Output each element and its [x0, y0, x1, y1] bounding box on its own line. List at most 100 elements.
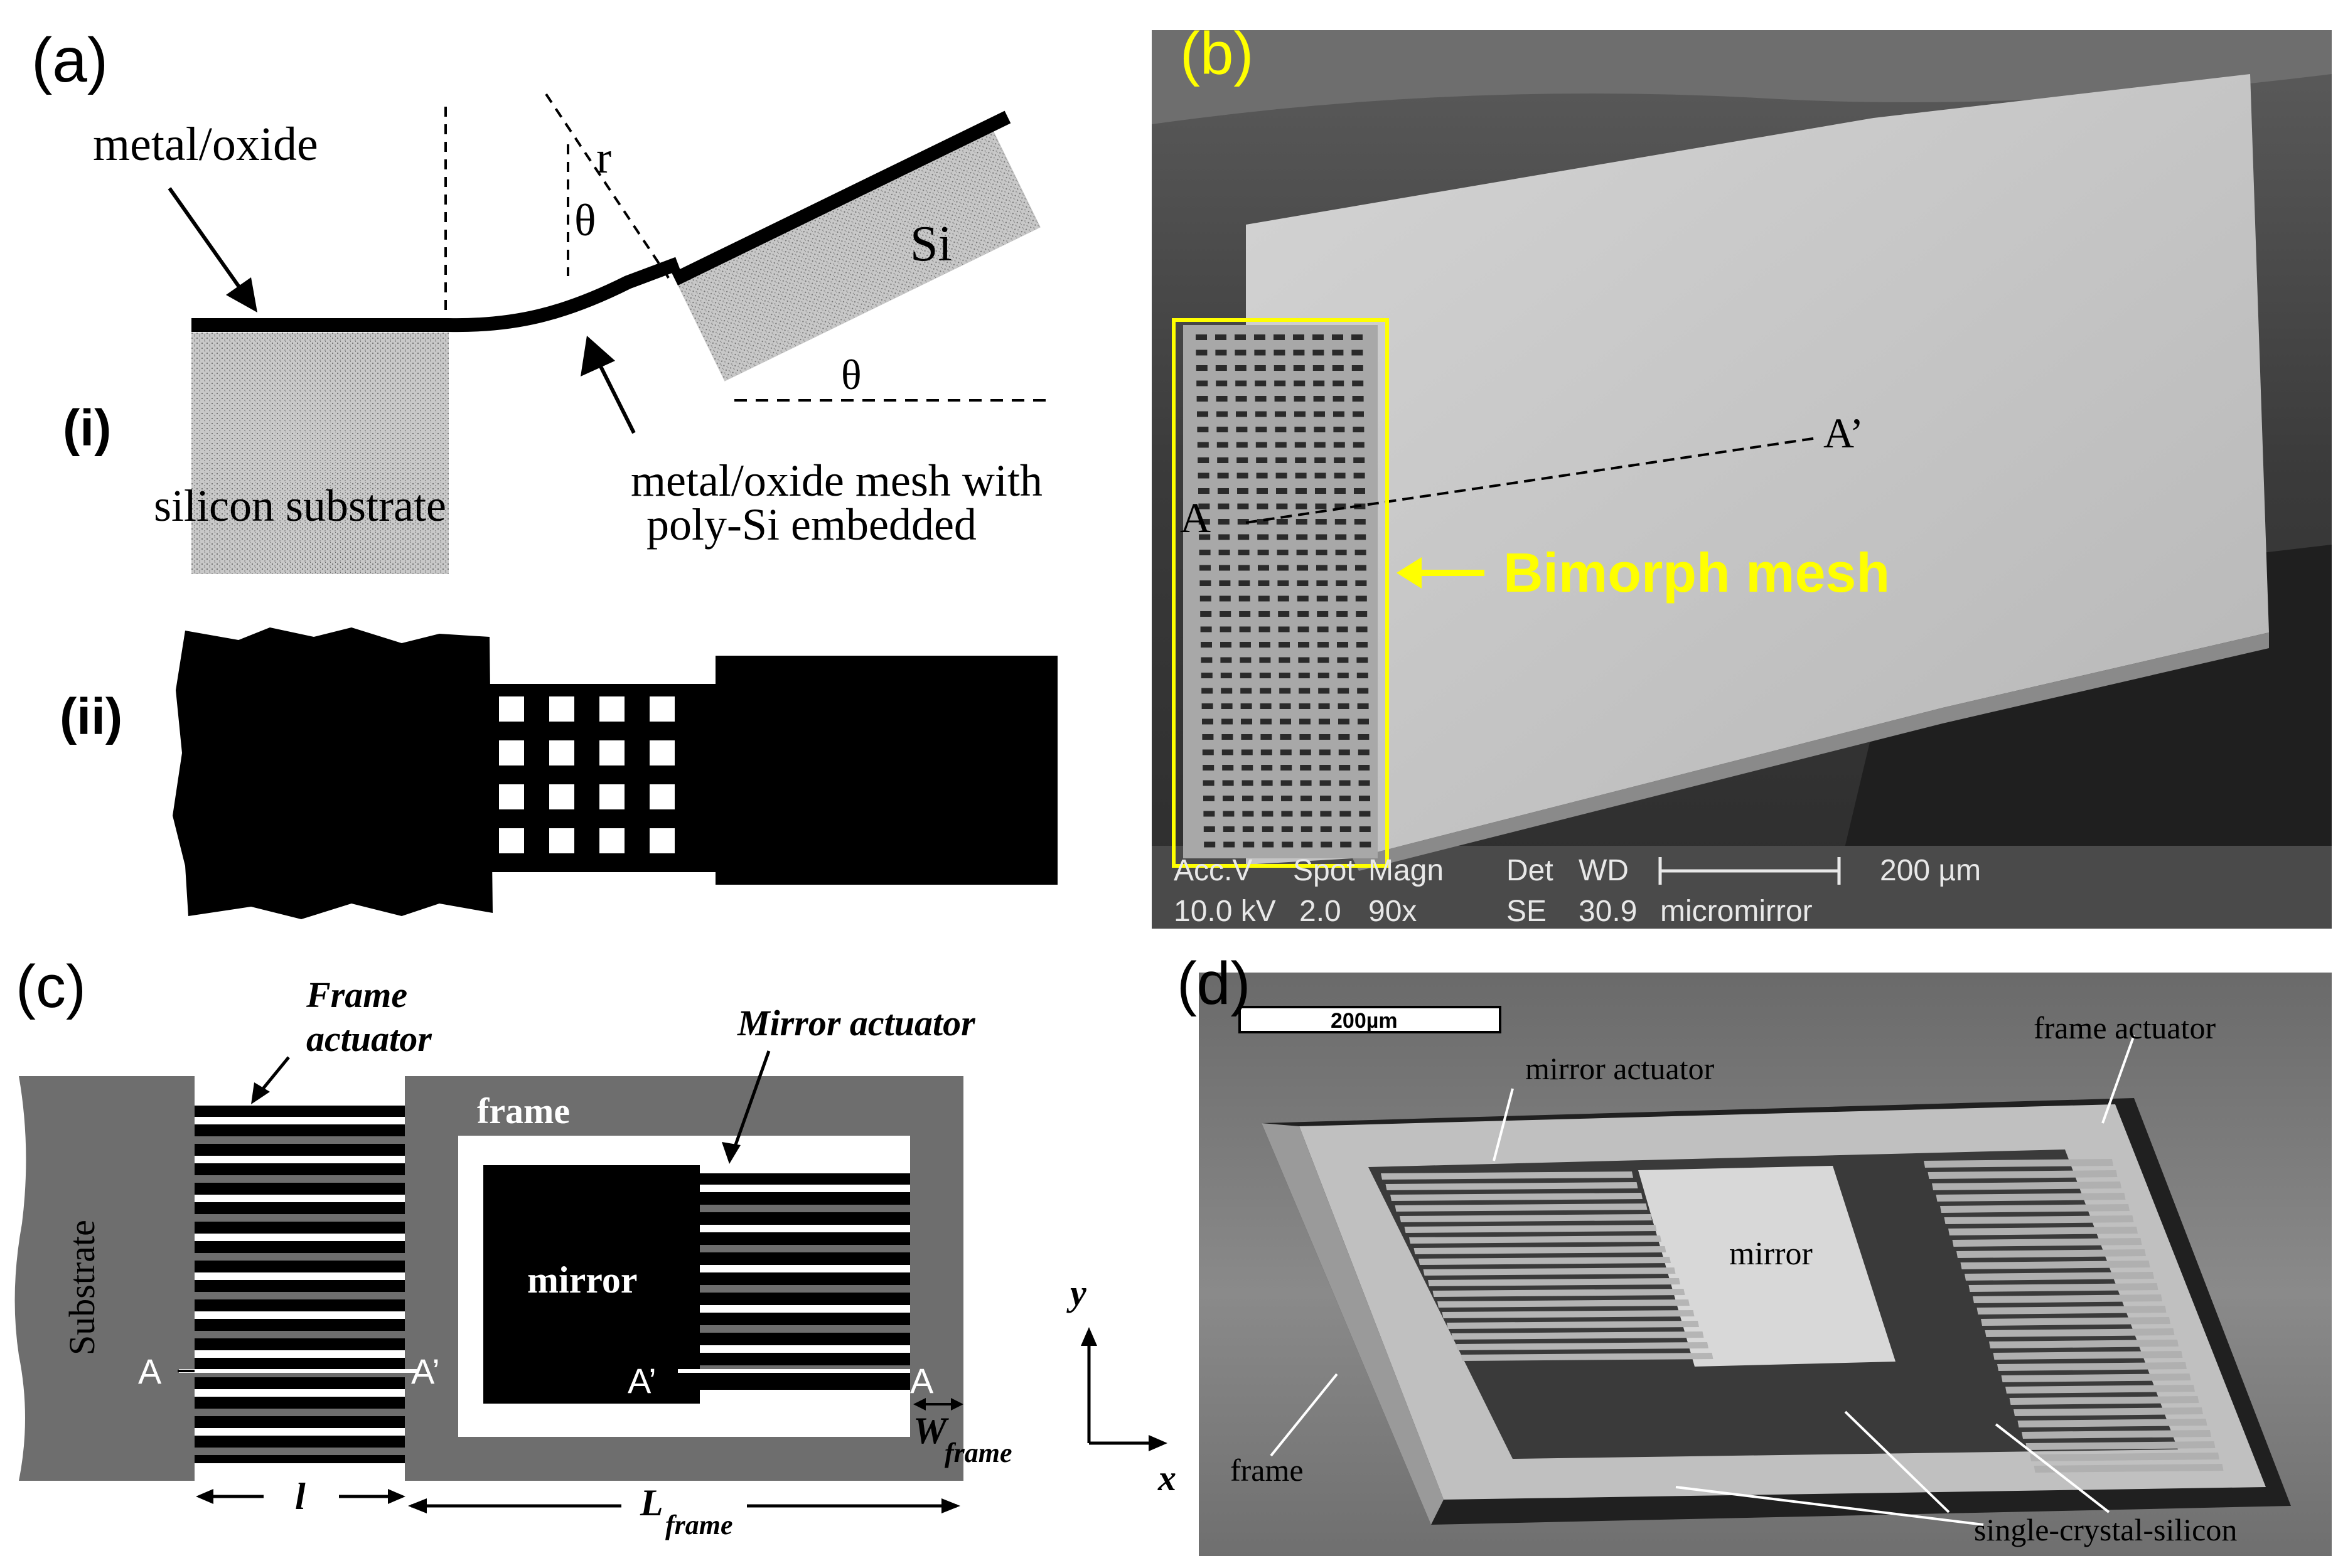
mesh-hole [1220, 673, 1232, 678]
mesh-hole [1332, 365, 1344, 371]
info-name: micromirror [1660, 895, 1813, 928]
mesh-hole [1258, 611, 1270, 617]
mesh-hole [1202, 734, 1214, 740]
sem-scale-label: 200 µm [1880, 854, 1981, 887]
mesh-hole [1334, 457, 1346, 463]
frame-actuator-beam [1960, 1261, 2150, 1269]
panel-a-label: (a) [31, 25, 108, 95]
mesh-hole [1297, 595, 1309, 602]
mesh-hole [1300, 811, 1312, 817]
mesh-hole [1294, 442, 1306, 448]
mirror-plate [1246, 74, 2269, 865]
mesh-hole [1319, 780, 1331, 786]
label-a-prime: A’ [1823, 409, 1863, 457]
mesh-hole [1219, 595, 1231, 602]
frame-actuator-beam [2022, 1430, 2211, 1439]
frame-actuator-beams [1924, 1159, 2224, 1473]
mesh-hole [1238, 550, 1250, 555]
mesh-hole [1356, 611, 1368, 617]
mesh-hole [1200, 611, 1212, 617]
mesh-hole [1319, 734, 1331, 740]
mesh-hole [1281, 796, 1292, 801]
mesh-hole [1336, 626, 1348, 632]
frame-actuator-beam [2005, 1385, 2195, 1394]
mesh-hole [1279, 642, 1290, 648]
mesh-hole [1358, 780, 1370, 786]
mesh-hole [1275, 457, 1287, 463]
frame-actuator-stripe [195, 1136, 405, 1144]
mesh-hole [1281, 826, 1293, 832]
frame-actuator-block [195, 1106, 405, 1463]
mesh-hole [1274, 365, 1285, 371]
frame-actuator-beam [1968, 1283, 2158, 1292]
label-mirror: mirror [1729, 1236, 1813, 1272]
mesh-hole [1313, 380, 1325, 387]
mesh-hole [1259, 657, 1271, 663]
mesh-hole [1220, 657, 1232, 663]
mesh-hole [1218, 550, 1230, 555]
mesh-hole [1223, 811, 1235, 817]
mesh-hole [1336, 611, 1348, 617]
mesh-hole [1351, 349, 1363, 356]
mesh-hole [1316, 580, 1328, 586]
mesh-hole [1334, 519, 1346, 525]
mesh-hole [1235, 396, 1247, 402]
mesh-hole [1293, 365, 1305, 371]
info-magn: Magn [1368, 854, 1444, 887]
mesh-hole [1277, 595, 1289, 602]
mesh-hole [1333, 380, 1344, 387]
mesh-hole [1241, 765, 1253, 771]
frame-actuator-stripe [195, 1175, 405, 1183]
mesh-hole [1358, 765, 1370, 771]
mesh-hole [1259, 673, 1271, 678]
mesh-hole [1336, 580, 1348, 586]
mirror-actuator-beams [1381, 1171, 1713, 1361]
mesh-hole [1221, 749, 1233, 755]
label-silicon-substrate: silicon substrate [154, 481, 446, 531]
mesh-hole [1338, 749, 1350, 755]
mesh-hole [1222, 765, 1234, 771]
mesh-hole [1300, 765, 1312, 771]
mesh-hole [1260, 749, 1272, 755]
mirror-actuator-stripe [700, 1245, 910, 1252]
mesh-hole [1199, 565, 1211, 571]
mesh-hole [1237, 503, 1249, 509]
mesh-hole [1202, 749, 1214, 755]
arrow-metal-oxide-head [226, 277, 257, 312]
mesh-hole [1219, 565, 1230, 571]
label-mirror-actuator: mirror actuator [1525, 1051, 1715, 1086]
mesh-hole [1294, 380, 1306, 387]
mesh-hole [1238, 580, 1250, 586]
frame-actuator-stripe [195, 1448, 405, 1455]
mesh-hole [1320, 826, 1332, 832]
panel-b: (b) A A’ Bimorph mesh Acc.V Spot Magn De… [1152, 30, 2332, 929]
mesh-hole [1338, 703, 1349, 709]
mesh-hole [1274, 334, 1285, 340]
mesh-hole [1333, 427, 1345, 432]
label-metal-oxide: metal/oxide [93, 118, 318, 171]
mesh-hole [1294, 411, 1306, 417]
frame-actuator-beam [1997, 1362, 2187, 1371]
mirror-actuator-stripe [700, 1225, 910, 1232]
label-frame-actuator-1: Frame [306, 974, 407, 1015]
mesh-hole [1201, 703, 1213, 709]
frame-actuator-stripe [195, 1389, 405, 1397]
mesh-hole [1203, 765, 1215, 771]
label-bimorph-mesh: Bimorph mesh [1503, 541, 1890, 604]
substrate-shape [14, 1076, 195, 1481]
label-a: A [1180, 494, 1211, 541]
mesh-hole [1339, 765, 1351, 771]
mesh-hole [1336, 565, 1347, 571]
frame-actuator-beam [1989, 1340, 2179, 1348]
label-axis-y: y [1066, 1272, 1086, 1313]
mesh-hole [1299, 688, 1311, 694]
frame-actuator-beam [1940, 1204, 2130, 1213]
mesh-hole [1196, 334, 1207, 340]
mesh-hole [1204, 841, 1216, 848]
mirror-actuator-stripe [700, 1345, 910, 1353]
frame-actuator-stripe [195, 1331, 405, 1338]
mesh-hole [1316, 595, 1328, 602]
mesh-hole [1353, 427, 1365, 432]
mesh-hole [1196, 396, 1208, 402]
mesh-hole [1315, 519, 1327, 525]
